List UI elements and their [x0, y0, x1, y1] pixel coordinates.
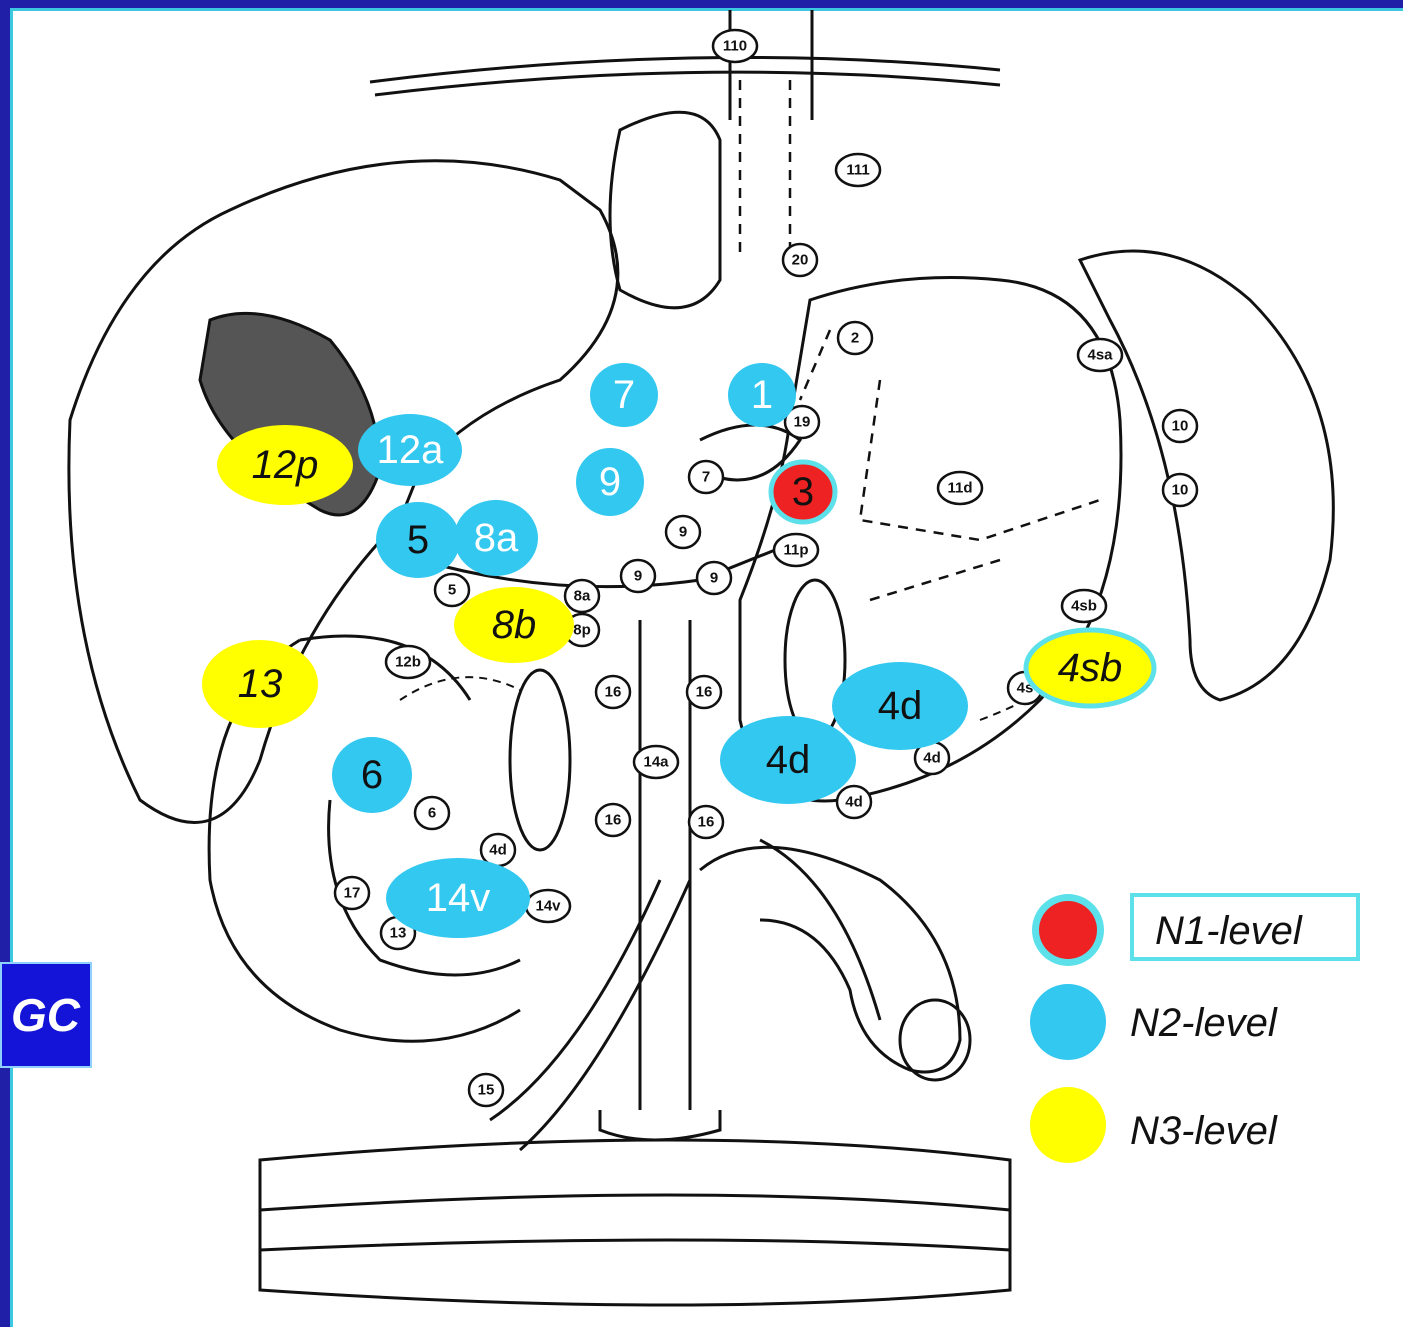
small-label-text: 15: [478, 1082, 495, 1099]
node-4d-marker: 4d: [720, 716, 856, 804]
small-label-text: 9: [679, 524, 687, 541]
small-label-10: 10: [1163, 410, 1197, 442]
small-label-text: 4d: [923, 750, 941, 767]
small-label-12b: 12b: [386, 646, 430, 678]
small-label-5: 5: [435, 574, 469, 606]
small-label-2: 2: [838, 322, 872, 354]
small-label-text: 6: [428, 805, 436, 822]
node-4d-label: 4d: [878, 684, 923, 728]
small-label-16: 16: [689, 806, 723, 838]
small-label-16: 16: [596, 804, 630, 836]
legend-n1-swatch: [1039, 901, 1097, 959]
small-label-text: 8a: [574, 588, 591, 605]
legend: N1-level N2-level N3-level: [1030, 894, 1358, 1163]
small-label-text: 12b: [395, 654, 421, 671]
node-14v-label: 14v: [426, 876, 491, 920]
node-12p-marker: 12p: [217, 425, 353, 505]
node-14v-marker: 14v: [386, 858, 530, 938]
small-label-text: 14a: [643, 754, 669, 771]
small-label-text: 11p: [783, 542, 808, 559]
small-label-text: 11d: [947, 480, 972, 497]
small-label-8a: 8a: [565, 580, 599, 612]
small-label-text: 13: [390, 925, 407, 942]
node-4sb-label: 4sb: [1058, 646, 1123, 690]
small-label-14v: 14v: [526, 890, 570, 922]
node-8b-label: 8b: [492, 603, 537, 647]
small-label-11p: 11p: [774, 534, 818, 566]
node-6-marker: 6: [332, 737, 412, 813]
legend-n2-swatch: [1030, 984, 1106, 1060]
small-label-text: 16: [605, 684, 622, 701]
small-label-14a: 14a: [634, 746, 678, 778]
node-8a-marker: 8a: [454, 500, 538, 576]
node-3-label: 3: [792, 470, 814, 514]
small-label-4sb: 4sb: [1062, 590, 1106, 622]
node-7-label: 7: [613, 373, 635, 417]
small-label-text: 19: [794, 414, 811, 431]
small-label-text: 5: [448, 582, 456, 599]
small-label-10: 10: [1163, 474, 1197, 506]
node-6-label: 6: [361, 753, 383, 797]
small-label-text: 9: [710, 570, 718, 587]
node-7-marker: 7: [590, 363, 658, 427]
small-label-text: 4sb: [1071, 598, 1097, 615]
node-1-marker: 1: [728, 363, 796, 427]
small-label-text: 110: [723, 38, 747, 55]
small-label-7: 7: [689, 461, 723, 493]
node-8b-marker: 8b: [454, 587, 574, 663]
node-13-label: 13: [238, 662, 283, 706]
small-label-text: 4d: [489, 842, 507, 859]
small-label-16: 16: [687, 676, 721, 708]
small-label-text: 10: [1172, 418, 1189, 435]
small-label-text: 17: [344, 885, 361, 902]
node-1-label: 1: [751, 373, 773, 417]
highlighted-nodes: 137912a12p58a8b13614v4d4d4sb: [202, 363, 1154, 938]
small-label-16: 16: [596, 676, 630, 708]
node-9-label: 9: [599, 460, 621, 504]
node-4d-label: 4d: [766, 738, 811, 782]
small-label-text: 16: [605, 812, 622, 829]
gc-tag: GC: [0, 962, 92, 1068]
node-9-marker: 9: [576, 448, 644, 516]
small-label-text: 10: [1172, 482, 1189, 499]
small-label-17: 17: [335, 877, 369, 909]
small-label-9: 9: [621, 560, 655, 592]
small-label-text: 20: [792, 252, 809, 269]
small-label-text: 16: [696, 684, 713, 701]
small-label-111: 111: [836, 154, 880, 186]
node-4d-marker: 4d: [832, 662, 968, 750]
small-label-9: 9: [697, 562, 731, 594]
small-label-20: 20: [783, 244, 817, 276]
node-12a-label: 12a: [377, 428, 444, 472]
node-12a-marker: 12a: [358, 414, 462, 486]
small-label-110: 110: [713, 30, 757, 62]
node-12p-label: 12p: [252, 443, 319, 487]
small-label-9: 9: [666, 516, 700, 548]
legend-n1-label: N1-level: [1155, 909, 1303, 953]
small-label-text: 2: [851, 330, 859, 347]
node-3-marker: 3: [771, 462, 835, 522]
small-label-text: 8p: [573, 622, 591, 639]
small-label-text: 4d: [845, 794, 863, 811]
small-label-11d: 11d: [938, 472, 982, 504]
legend-n3-label: N3-level: [1130, 1109, 1278, 1153]
small-label-4d: 4d: [837, 786, 871, 818]
node-13-marker: 13: [202, 640, 318, 728]
small-label-text: 9: [634, 568, 642, 585]
node-5-marker: 5: [376, 502, 460, 578]
legend-n3-swatch: [1030, 1087, 1106, 1163]
small-label-text: 16: [698, 814, 715, 831]
node-4sb-marker: 4sb: [1026, 630, 1154, 706]
small-label-text: 14v: [535, 898, 561, 915]
node-8a-label: 8a: [474, 516, 519, 560]
small-label-15: 15: [469, 1074, 503, 1106]
node-5-label: 5: [407, 518, 429, 562]
small-label-text: 7: [702, 469, 710, 486]
legend-n2-label: N2-level: [1130, 1001, 1278, 1045]
small-label-6: 6: [415, 797, 449, 829]
small-label-text: 4sa: [1087, 347, 1113, 364]
small-label-text: 111: [846, 162, 869, 179]
small-label-4sa: 4sa: [1078, 339, 1122, 371]
